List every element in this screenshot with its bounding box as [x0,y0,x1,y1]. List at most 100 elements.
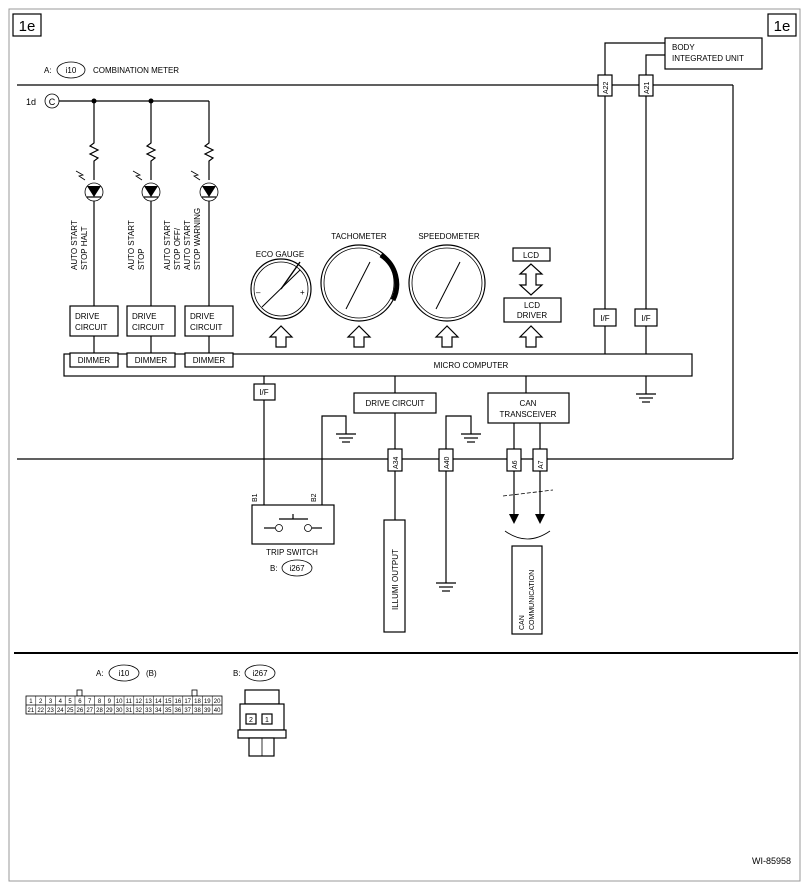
can-communication-line2: COMMUNICATION [529,570,536,630]
connector-a-pin-number: 29 [106,708,113,714]
lcd-driver-line1: LCD [524,301,540,310]
lcd-box: LCD [512,247,551,262]
eco-minus: – [256,288,261,297]
connector-a-pin-number: 9 [108,699,112,705]
lcd-driver-line2: DRIVER [517,311,547,320]
pin-a6: A6 [506,448,522,472]
connector-view-b-prefix: B: [233,669,241,678]
arrow-up-icon [268,325,294,348]
connector-a-pin-number: 3 [49,699,53,705]
connector-a-prefix: A: [44,66,52,75]
connector-a-pin-number: 11 [126,699,133,705]
figure-id: WI-85958 [752,856,791,866]
connector-a-pin-number: 21 [28,708,35,714]
can-communication-line1: CAN [519,615,526,630]
drive-circuit-1-line2: CIRCUIT [75,323,108,332]
pin-b2-text: B2 [311,493,318,502]
connector-b-pinout: 2 1 [237,689,287,757]
arrow-down-icon [535,514,545,524]
connector-a-pin-number: 25 [67,708,74,714]
indicator-1-line1: AUTO START [70,220,79,270]
pin-a22-text: A22 [603,81,610,94]
page-tag-left: 1e [12,13,42,37]
arrow-up-icon [518,325,544,348]
connector-a-pin-number: 10 [116,699,123,705]
ground-icon [461,433,481,443]
connector-view-b-title: B: i267 [233,664,276,682]
connector-view-a-suffix: (B) [146,669,157,678]
eco-gauge-icon: – + [250,258,312,320]
connector-a-pin-number: 12 [135,699,142,705]
connector-a-pin-number: 35 [165,708,172,714]
connector-a-pin-number: 5 [68,699,72,705]
drive-circuit-2-line2: CIRCUIT [132,323,165,332]
pin-a21: A21 [638,74,654,97]
tachometer-label: TACHOMETER [331,232,387,241]
connector-a-pin-number: 2 [39,699,43,705]
pin-a40: A40 [438,448,454,472]
dimmer-1-text: DIMMER [78,356,111,365]
connector-a-pin-number: 33 [145,708,152,714]
connector-a-pin-number: 28 [96,708,103,714]
pin-a6-text: A6 [512,460,519,469]
connector-b-pin-2: 2 [249,717,253,724]
connector-a-pin-number: 15 [165,699,172,705]
connector-view-a-title: A: i10 (B) [96,664,157,682]
pin-a40-text: A40 [444,456,451,469]
pin-a7-text: A7 [538,460,545,469]
page-frame [8,8,801,882]
twisted-pair-mark [502,489,554,497]
connector-a-pin-number: 16 [175,699,182,705]
connector-a-pin-number: 39 [204,708,211,714]
twisted-pair-arc [504,530,551,540]
connector-a-pin-number: 38 [194,708,201,714]
connector-a-pin-number: 22 [37,708,44,714]
indicator-branch-3 [190,101,219,306]
trip-switch-label: TRIP SWITCH [266,548,318,557]
if-box-trip: I/F [253,383,276,401]
dimmer-2-text: DIMMER [135,356,168,365]
connector-a-pin-number: 26 [77,708,84,714]
connector-view-b-code: i267 [252,669,268,678]
can-communication-box: CAN COMMUNICATION [511,545,543,635]
body-integrated-unit: BODY INTEGRATED UNIT [664,37,763,70]
trip-switch-connector: B: i267 [270,559,313,577]
ref-1d: 1d C [26,93,60,109]
illumi-output-label: ILLUMI OUTPUT [391,549,400,610]
connector-a-pin-number: 1 [29,699,33,705]
trip-switch-prefix: B: [270,564,278,573]
connector-a-pin-number: 14 [155,699,162,705]
can-transceiver-line2: TRANSCEIVER [500,410,557,419]
connector-b-pin-1: 1 [265,717,269,724]
dimmer-box-2: DIMMER [126,352,176,368]
connector-a-pin-number: 31 [126,708,133,714]
if-trip-text: I/F [259,388,268,397]
connector-a-title: A: i10 COMBINATION METER [44,61,179,79]
indicator-label-1: AUTO START STOP HALT [70,220,89,270]
connector-a-name: COMBINATION METER [93,66,179,75]
connector-a-pin-number: 37 [184,708,191,714]
indicator-3-line3: AUTO START [183,220,192,270]
pin-b1-text: B1 [252,493,259,502]
speedometer-label: SPEEDOMETER [418,232,480,241]
pin-a21-text: A21 [644,81,651,94]
page-tag-right: 1e [767,13,797,37]
body-unit-line2: INTEGRATED UNIT [672,54,744,63]
connector-view-a-code: i10 [119,669,130,678]
illumi-output-box: ILLUMI OUTPUT [383,519,406,633]
connector-a-pin-number: 30 [116,708,123,714]
connector-a-pin-number: 6 [78,699,82,705]
indicator-label-2: AUTO START STOP [127,220,146,270]
indicator-1-line2: STOP HALT [80,226,89,270]
page-tag-right-text: 1e [774,18,791,35]
trip-switch-code: i267 [289,564,305,573]
ground-icon [436,582,456,592]
connector-a-pin-number: 20 [214,699,221,705]
connector-a-pin-number: 17 [184,699,191,705]
ref-1d-symbol: C [49,97,56,107]
if-a21-text: I/F [641,314,650,323]
connector-a-pin-number: 7 [88,699,92,705]
